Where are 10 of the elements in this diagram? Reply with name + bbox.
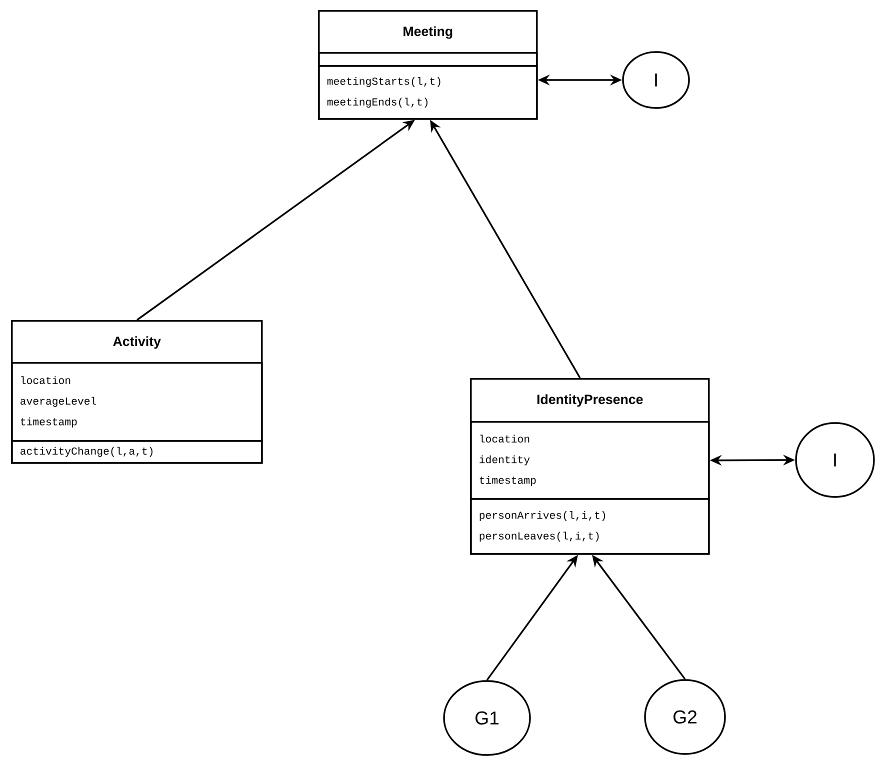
operation-compartment: personArrives(l,i,t) personLeaves(l,i,t) <box>470 498 710 555</box>
attribute-compartment: location identity timestamp <box>470 421 710 500</box>
operation-compartment: meetingStarts(l,t) meetingEnds(l,t) <box>318 65 538 120</box>
attribute-compartment: location averageLevel timestamp <box>11 362 263 442</box>
operation-compartment: activityChange(l,a,t) <box>11 440 263 464</box>
ellipse-node: G1 <box>443 680 531 756</box>
attribute-compartment <box>318 52 538 67</box>
ellipse-node: I <box>795 422 875 498</box>
ellipse-node: G2 <box>644 679 726 755</box>
ellipse-node: I <box>622 51 690 109</box>
